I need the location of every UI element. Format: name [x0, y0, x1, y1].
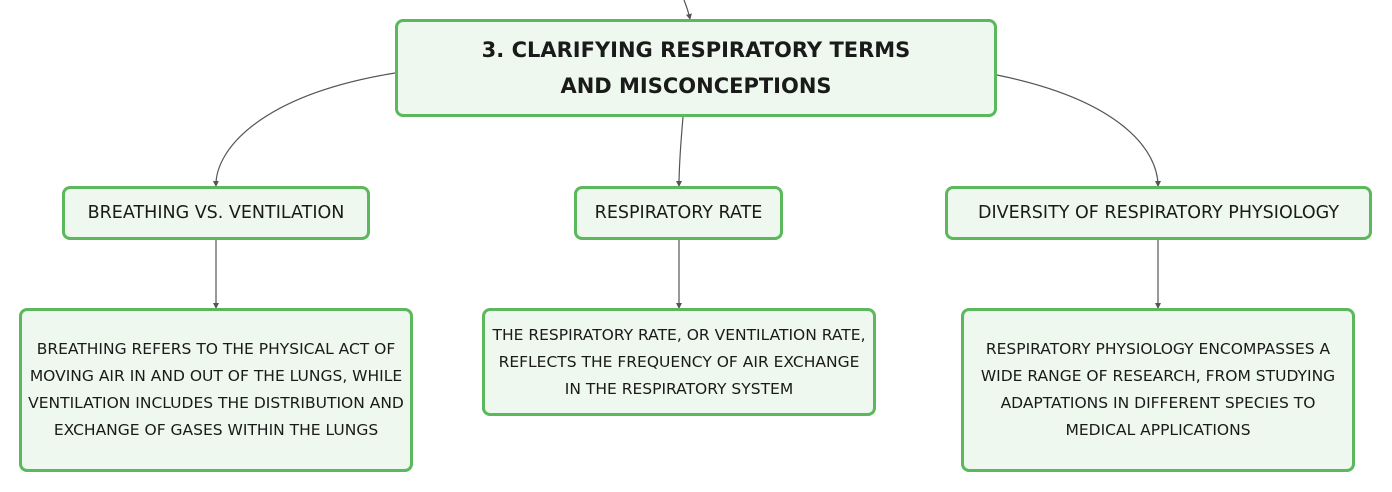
- topic-node-respiratory-rate[interactable]: RESPIRATORY RATE: [574, 186, 783, 240]
- description-text-breathing-vs-ventilation: BREATHING REFERS TO THE PHYSICAL ACT OF …: [28, 340, 404, 439]
- description-node-respiratory-rate[interactable]: THE RESPIRATORY RATE, OR VENTILATION RAT…: [482, 308, 876, 416]
- central-topic-label: 3. CLARIFYING RESPIRATORY TERMS AND MISC…: [481, 38, 911, 98]
- description-text-diversity-of-respiratory-physiology: RESPIRATORY PHYSIOLOGY ENCOMPASSES A WID…: [980, 340, 1336, 439]
- connector-parent-to-root: [683, 0, 692, 20]
- description-node-diversity-of-respiratory-physiology[interactable]: RESPIRATORY PHYSIOLOGY ENCOMPASSES A WID…: [961, 308, 1355, 472]
- connector-root-to-topic-1: [212, 72, 396, 187]
- connector-root-to-topic-3: [996, 74, 1161, 187]
- connector-root-to-topic-2: [676, 116, 684, 187]
- topic-node-diversity-of-respiratory-physiology[interactable]: DIVERSITY OF RESPIRATORY PHYSIOLOGY: [945, 186, 1372, 240]
- topic-label-breathing-vs-ventilation: BREATHING VS. VENTILATION: [87, 203, 345, 223]
- central-topic-node[interactable]: 3. CLARIFYING RESPIRATORY TERMS AND MISC…: [395, 19, 997, 117]
- topic-node-breathing-vs-ventilation[interactable]: BREATHING VS. VENTILATION: [62, 186, 370, 240]
- topic-label-diversity-of-respiratory-physiology: DIVERSITY OF RESPIRATORY PHYSIOLOGY: [977, 203, 1340, 223]
- description-text-respiratory-rate: THE RESPIRATORY RATE, OR VENTILATION RAT…: [492, 325, 866, 398]
- topic-label-respiratory-rate: RESPIRATORY RATE: [594, 203, 763, 223]
- description-node-breathing-vs-ventilation[interactable]: BREATHING REFERS TO THE PHYSICAL ACT OF …: [19, 308, 413, 472]
